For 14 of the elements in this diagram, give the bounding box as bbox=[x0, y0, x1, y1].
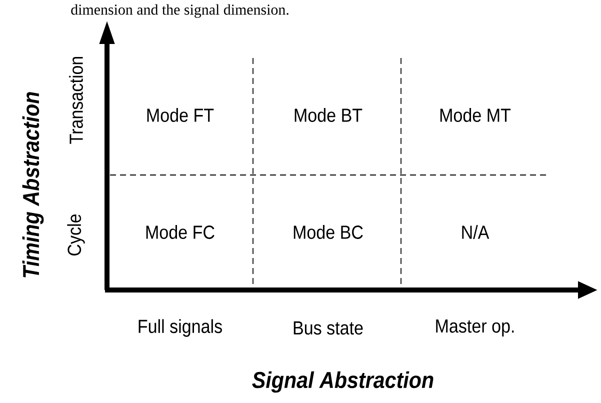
cell-label: Mode BT bbox=[294, 108, 362, 122]
cell-label: Mode FC bbox=[146, 225, 214, 239]
row-label: Transaction bbox=[69, 56, 83, 144]
cell-label: Mode MT bbox=[440, 108, 511, 122]
column-label: Bus state bbox=[294, 321, 363, 335]
row-label: Cycle bbox=[67, 214, 85, 256]
text-line: dimension and the signal dimension. bbox=[71, 4, 288, 18]
cell-label: Mode BC bbox=[294, 225, 363, 239]
column-label: Master op. bbox=[436, 320, 514, 336]
axis-title: Signal Abstraction bbox=[252, 371, 434, 393]
cell-label: N/A bbox=[462, 225, 490, 239]
axis-title: Timing Abstraction bbox=[22, 92, 44, 278]
column-label: Full signals bbox=[138, 319, 222, 337]
cell-label: Mode FT bbox=[147, 108, 214, 122]
